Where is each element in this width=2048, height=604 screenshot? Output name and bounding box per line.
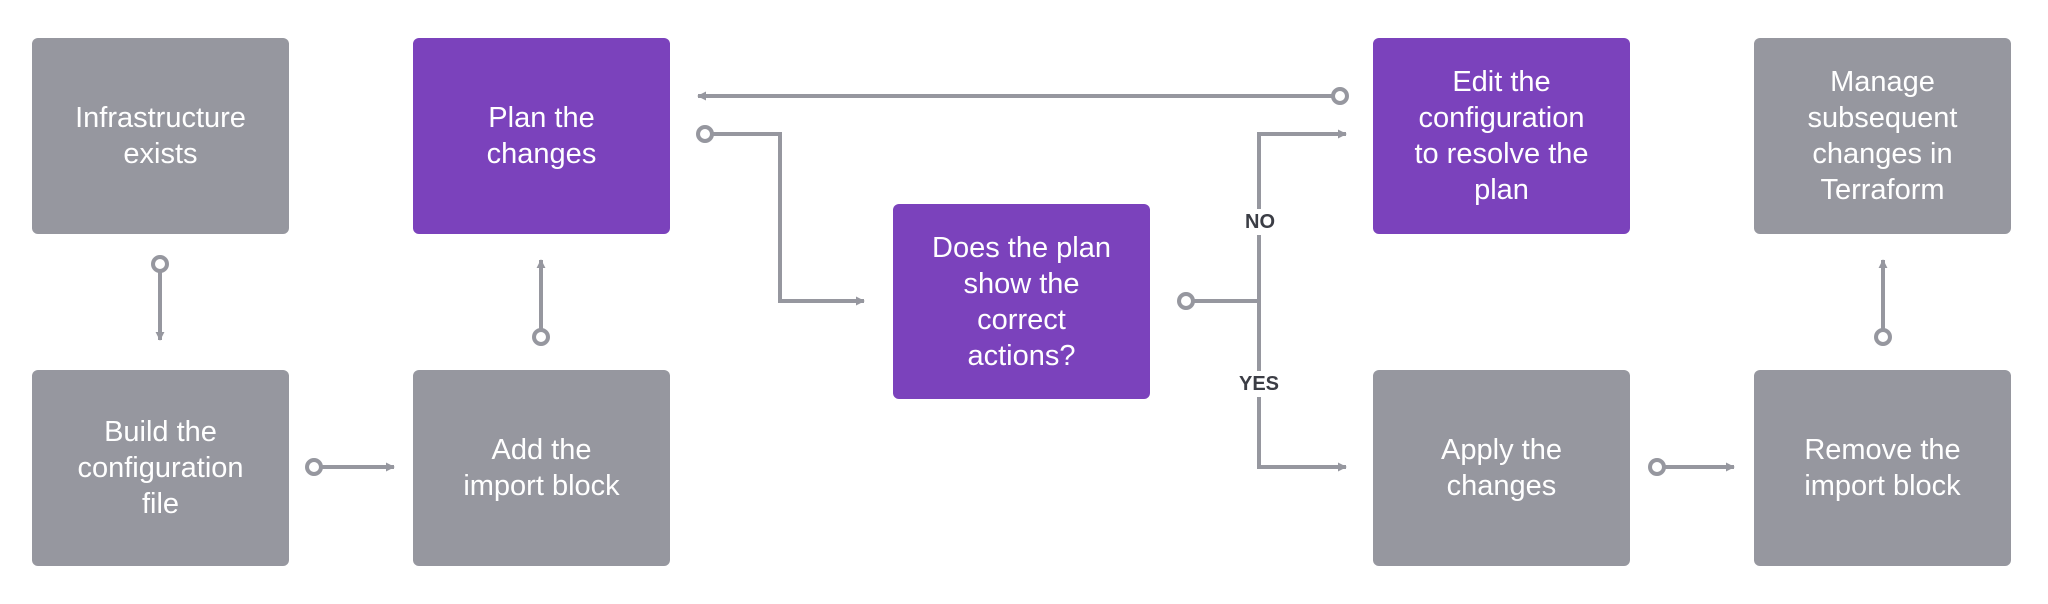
node-edit-configuration: Edit the configuration to resolve the pl… (1373, 38, 1630, 234)
node-add-import-block: Add the import block (413, 370, 670, 566)
node-label: Manage subsequent changes in Terraform (1807, 66, 1958, 206)
connector-edit-to-plan (697, 87, 1349, 105)
node-apply-the-changes: Apply the changes (1373, 370, 1630, 566)
branch-label-yes: YES (1235, 371, 1284, 397)
node-remove-import-block: Remove the import block (1754, 370, 2011, 566)
node-manage-subsequent-changes: Manage subsequent changes in Terraform (1754, 38, 2011, 234)
connector-decision-split (1177, 129, 1347, 472)
node-label: Plan the changes (486, 102, 597, 170)
node-label: Build the configuration file (77, 416, 244, 520)
branch-label-no: NO (1241, 209, 1279, 235)
connector-build-to-import (305, 458, 395, 476)
node-build-configuration-file: Build the configuration file (32, 370, 289, 566)
connector-remove-to-manage (1874, 259, 1892, 346)
node-label: Does the plan show the correct actions? (932, 231, 1111, 372)
connector-plan-to-decision (696, 125, 865, 306)
node-label: Infrastructure exists (75, 102, 246, 170)
node-label: Add the import block (463, 434, 620, 502)
node-label: Edit the configuration to resolve the pl… (1414, 66, 1589, 206)
connector-apply-to-remove (1648, 458, 1735, 476)
connector-infra-to-build (151, 255, 169, 341)
node-infrastructure-exists: Infrastructure exists (32, 38, 289, 234)
node-decision-correct-actions: Does the plan show the correct actions? (893, 204, 1150, 399)
node-plan-the-changes: Plan the changes (413, 38, 670, 234)
node-label: Apply the changes (1441, 434, 1562, 502)
connector-import-to-plan (532, 259, 550, 346)
node-label: Remove the import block (1804, 434, 1961, 502)
